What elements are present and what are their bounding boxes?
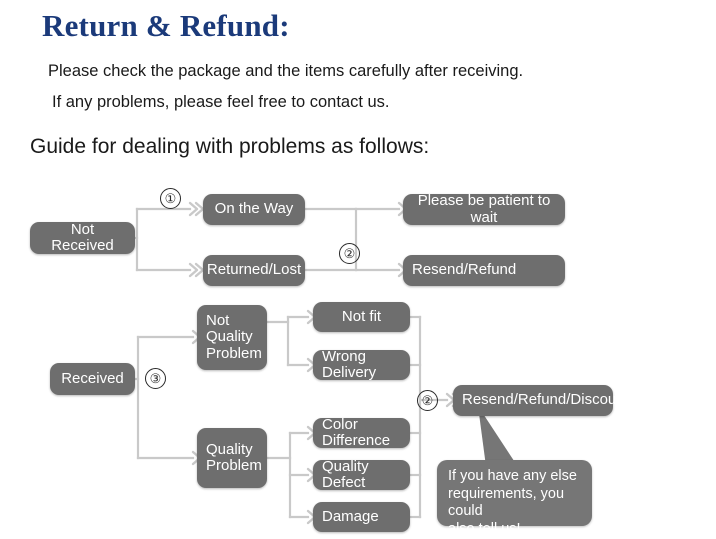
marker-step-one: ① — [160, 188, 181, 209]
node-please-be-patient[interactable]: Please be patient to wait — [403, 193, 565, 225]
marker-step-three: ③ — [145, 368, 166, 389]
guide-heading: Guide for dealing with problems as follo… — [30, 135, 430, 158]
node-resend-refund-discount[interactable]: Resend/Refund/Discount — [453, 385, 629, 416]
node-not-quality-problem[interactable]: Not Quality Problem — [197, 305, 267, 370]
arrowhead-on-the-way — [188, 201, 205, 217]
node-wrong-delivery[interactable]: Wrong Delivery — [313, 348, 410, 381]
lead-line-1: Please check the package and the items c… — [48, 62, 524, 80]
node-damage[interactable]: Damage — [313, 502, 410, 532]
node-not-fit[interactable]: Not fit — [313, 302, 410, 332]
page-title: Return & Refund: — [42, 8, 290, 43]
node-resend-refund[interactable]: Resend/Refund — [403, 255, 565, 286]
node-returned-lost[interactable]: Returned/Lost — [203, 255, 305, 286]
callout-bubble: If you have any else requirements, you c… — [437, 460, 592, 537]
marker-step-two-top: ② — [339, 243, 360, 264]
arrowhead-returned-lost — [188, 262, 205, 278]
node-quality-problem[interactable]: Quality Problem — [197, 428, 267, 488]
node-received[interactable]: Received — [50, 363, 135, 395]
node-color-difference[interactable]: Color Difference — [313, 416, 410, 449]
node-quality-defect[interactable]: Quality Defect — [313, 458, 410, 491]
lead-line-2: If any problems, please feel free to con… — [52, 93, 390, 111]
node-not-received[interactable]: Not Received — [30, 221, 135, 254]
marker-step-two-bottom: ② — [417, 390, 438, 411]
node-on-the-way[interactable]: On the Way — [203, 194, 305, 225]
